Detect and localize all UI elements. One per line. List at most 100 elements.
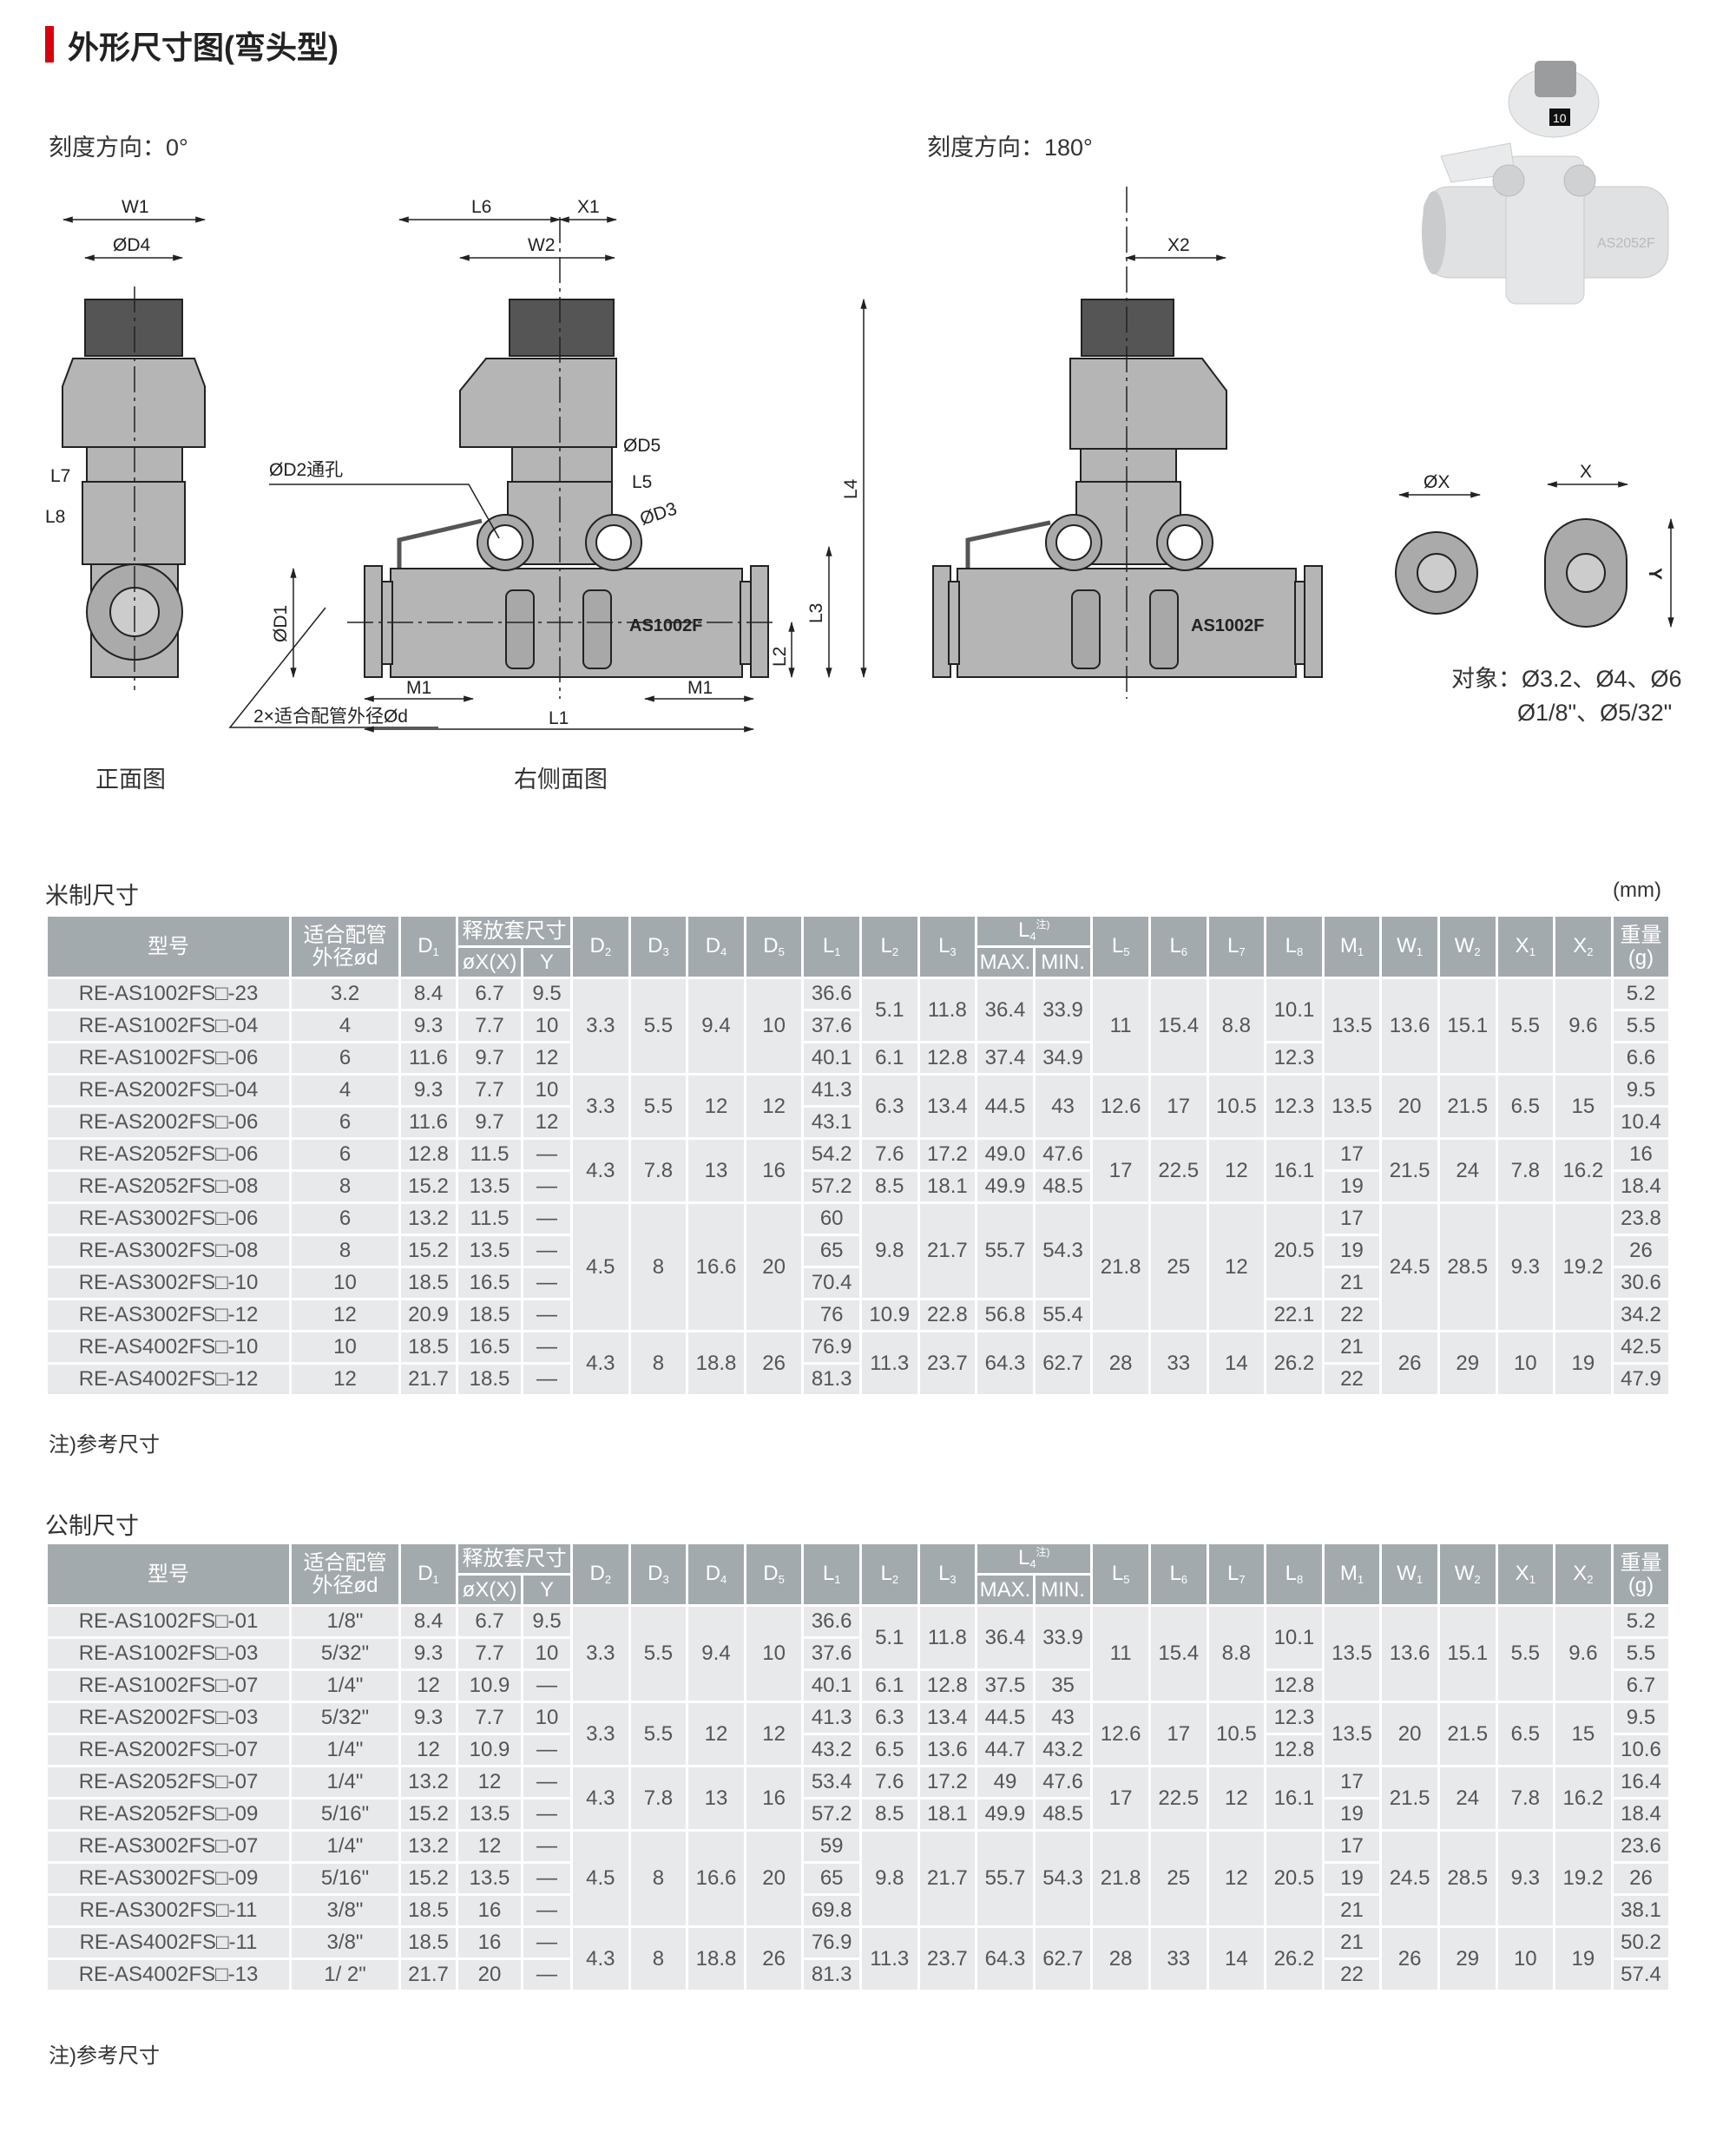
model-number-cell: RE-AS2052FS□-08 xyxy=(45,1169,292,1204)
value-cell: — xyxy=(521,1765,573,1800)
header-symbol: L xyxy=(1169,1562,1181,1586)
model-number-cell: RE-AS2052FS□-09 xyxy=(45,1797,292,1832)
value-cell: 49.9 xyxy=(975,1169,1036,1204)
model-number-cell: RE-AS2002FS□-06 xyxy=(45,1105,292,1140)
value-cell: 13.5 xyxy=(456,1797,523,1832)
value-cell: 6.3 xyxy=(858,1073,920,1140)
value-cell: 10 xyxy=(743,1604,805,1703)
header-subscript: 1 xyxy=(432,1573,439,1587)
header-line: (g) xyxy=(1628,1573,1654,1597)
value-cell: 12 xyxy=(1206,1137,1267,1204)
value-cell: 13.2 xyxy=(398,1765,458,1800)
header-subscript: 2 xyxy=(1587,945,1594,959)
model-number-cell: RE-AS1002FS□-03 xyxy=(45,1636,292,1671)
dim-L1: L1 xyxy=(549,708,569,728)
value-cell: 7.8 xyxy=(1495,1765,1556,1832)
column-header-m1: M1 xyxy=(1321,914,1383,979)
value-cell: 26.2 xyxy=(1264,1330,1325,1397)
value-cell: 3.2 xyxy=(289,977,401,1011)
header-symbol: L xyxy=(880,1562,892,1586)
value-cell: — xyxy=(521,1733,573,1767)
value-cell: 10.9 xyxy=(858,1298,920,1332)
value-cell: 10 xyxy=(521,1701,573,1735)
header-symbol: L xyxy=(822,1562,835,1586)
value-cell: — xyxy=(521,1797,573,1832)
value-cell: 9.7 xyxy=(456,1041,523,1076)
value-cell: 12 xyxy=(1206,1201,1267,1332)
value-cell: 43 xyxy=(1032,1073,1094,1140)
value-cell: 28.5 xyxy=(1437,1201,1498,1332)
column-header-w1: W1 xyxy=(1379,1542,1440,1607)
header-subscript: 4 xyxy=(1029,1557,1036,1571)
value-cell: 15.1 xyxy=(1437,977,1498,1076)
value-cell: 22.1 xyxy=(1264,1298,1325,1332)
value-cell: 34.9 xyxy=(1032,1041,1094,1076)
header-symbol: D xyxy=(648,1562,663,1586)
header-symbol: L xyxy=(938,934,950,958)
value-cell: 12 xyxy=(456,1829,523,1864)
value-cell: 18.5 xyxy=(456,1298,523,1332)
value-cell: 15 xyxy=(1553,1701,1614,1767)
header-symbol: W xyxy=(1454,934,1475,958)
value-cell: 13 xyxy=(686,1765,746,1832)
model-number-cell: RE-AS3002FS□-10 xyxy=(45,1266,292,1300)
value-cell: 12 xyxy=(398,1733,458,1767)
value-cell: 21.5 xyxy=(1437,1701,1498,1767)
imperial-table-title: 公制尺寸 xyxy=(45,1513,139,1539)
header-symbol: X xyxy=(1573,1562,1588,1586)
value-cell: 6.7 xyxy=(456,977,523,1011)
value-cell: 12.6 xyxy=(1090,1701,1151,1767)
value-cell: 23.6 xyxy=(1610,1829,1672,1864)
value-cell: 69.8 xyxy=(801,1893,862,1928)
header-subscript: 2 xyxy=(1587,1573,1594,1587)
value-cell: 11.8 xyxy=(917,1604,978,1671)
value-cell: 6.1 xyxy=(858,1041,920,1076)
column-header-x1: X1 xyxy=(1495,1542,1556,1607)
value-cell: 23.7 xyxy=(917,1330,978,1397)
header-subscript: 6 xyxy=(1180,1573,1188,1587)
value-cell: 5/16" xyxy=(289,1861,401,1896)
header-line: (g) xyxy=(1628,945,1654,970)
column-header-m1: M1 xyxy=(1321,1542,1383,1607)
value-cell: 23.8 xyxy=(1610,1201,1672,1236)
value-cell: — xyxy=(521,1861,573,1896)
value-cell: 62.7 xyxy=(1032,1925,1094,1992)
value-cell: 8 xyxy=(289,1169,401,1204)
dim-X2: X2 xyxy=(1167,235,1190,255)
column-header-l3: L3 xyxy=(917,1542,978,1607)
value-cell: 18.1 xyxy=(917,1169,978,1204)
value-cell: 19 xyxy=(1553,1330,1614,1397)
header-symbol: L xyxy=(1169,934,1181,958)
header-symbol: L xyxy=(880,934,892,958)
value-cell: 24 xyxy=(1437,1137,1498,1204)
value-cell: 21.7 xyxy=(398,1957,458,1992)
value-cell: 16.5 xyxy=(456,1330,523,1365)
column-header-d5: D5 xyxy=(743,914,805,979)
value-cell: 23.7 xyxy=(917,1925,978,1992)
header-symbol: D xyxy=(763,1562,779,1586)
value-cell: 21.5 xyxy=(1379,1137,1440,1204)
value-cell: — xyxy=(521,1266,573,1300)
value-cell: 5.5 xyxy=(1495,1604,1556,1703)
value-cell: 6.6 xyxy=(1610,1041,1672,1076)
header-subscript: 5 xyxy=(1123,1573,1130,1587)
value-cell: 70.4 xyxy=(801,1266,862,1300)
header-subscript: 1 xyxy=(1416,1573,1424,1587)
value-cell: 13.5 xyxy=(456,1169,523,1204)
value-cell: 10 xyxy=(521,1636,573,1671)
value-cell: 10.5 xyxy=(1206,1073,1267,1140)
header-subscript: 1 xyxy=(432,945,439,959)
value-cell: 22 xyxy=(1321,1362,1383,1397)
header-subscript: 1 xyxy=(1357,1573,1364,1587)
value-cell: 21 xyxy=(1321,1266,1383,1300)
column-header-x2: X2 xyxy=(1553,914,1614,979)
header-note-mark: 注) xyxy=(1036,918,1050,931)
model-number-cell: RE-AS4002FS□-10 xyxy=(45,1330,292,1365)
header-subscript: 7 xyxy=(1239,1573,1246,1587)
